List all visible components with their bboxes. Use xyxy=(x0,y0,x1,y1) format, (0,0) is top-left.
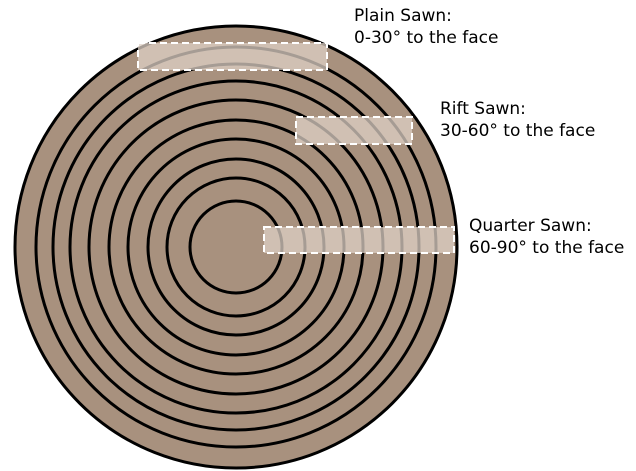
rift-sawn-angle: 30-60° to the face xyxy=(440,121,596,141)
plain-sawn-name: Plain Sawn: xyxy=(354,6,452,26)
rift-sawn-name: Rift Sawn: xyxy=(440,99,526,119)
quarter-sawn-board xyxy=(263,226,455,254)
rift-sawn-board xyxy=(295,116,413,145)
plain-sawn-board xyxy=(137,42,328,71)
board-cuts xyxy=(137,42,455,254)
quarter-sawn-label: Quarter Sawn: 60-90° to the face xyxy=(469,215,624,259)
plain-sawn-angle: 0-30° to the face xyxy=(354,28,499,48)
rift-sawn-label: Rift Sawn: 30-60° to the face xyxy=(440,98,595,142)
plain-sawn-label: Plain Sawn: 0-30° to the face xyxy=(354,5,498,49)
quarter-sawn-angle: 60-90° to the face xyxy=(469,238,625,258)
quarter-sawn-name: Quarter Sawn: xyxy=(469,216,592,236)
